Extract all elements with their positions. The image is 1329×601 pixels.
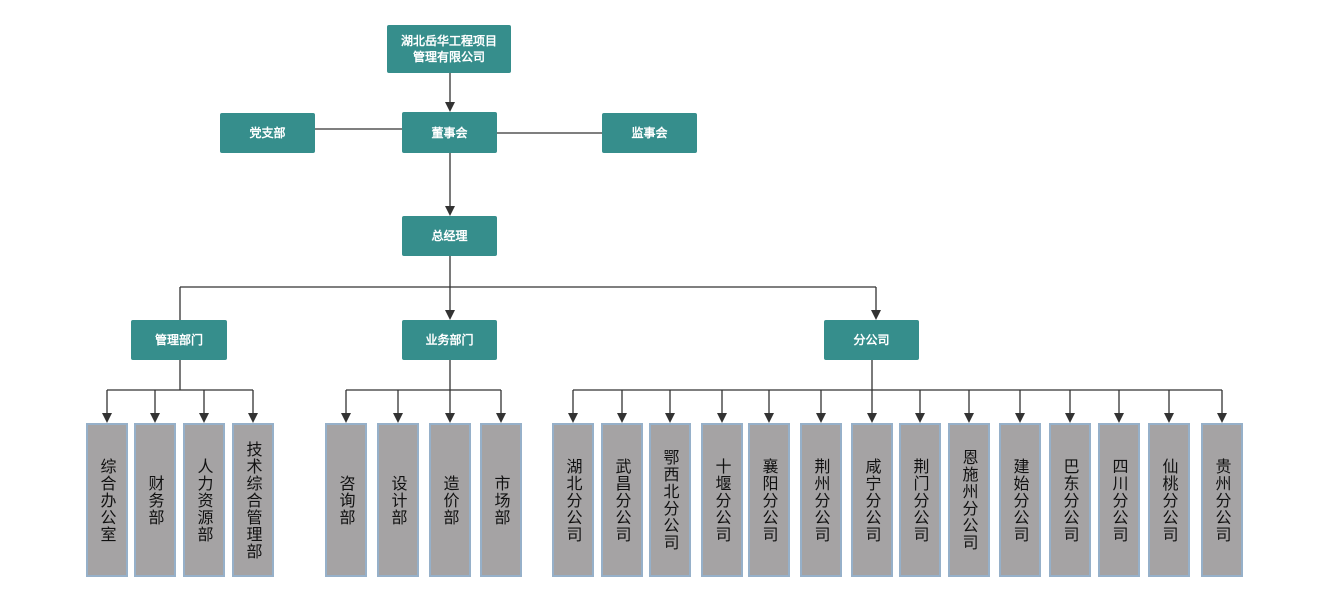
management-dept-node: 管理部门 [131,320,227,360]
arrowhead-20 [199,413,209,423]
arrowhead-44 [764,413,774,423]
arrowhead-50 [915,413,925,423]
leaf-shiyan-branch: 十堰分公司 [701,423,743,577]
leaf-exibei-branch: 鄂西北分公司 [649,423,691,577]
arrowhead-42 [717,413,727,423]
arrowhead-26 [341,413,351,423]
arrowhead-60 [1164,413,1174,423]
arrowhead-12 [871,310,881,320]
leaf-cost-dept: 造价部 [429,423,471,577]
arrowhead-36 [568,413,578,423]
leaf-sichuan-branch: 四川分公司 [1098,423,1140,577]
arrowhead-46 [816,413,826,423]
branch-companies-node: 分公司 [824,320,919,360]
leaf-xianning-branch: 咸宁分公司 [851,423,893,577]
arrowhead-56 [1065,413,1075,423]
leaf-hr-dept: 人力资源部 [183,423,225,577]
arrowhead-62 [1217,413,1227,423]
leaf-general-office: 综合办公室 [86,423,128,577]
leaf-jingzhou-branch: 荆州分公司 [800,423,842,577]
leaf-consulting-dept: 咨询部 [325,423,367,577]
leaf-guizhou-branch: 贵州分公司 [1201,423,1243,577]
arrowhead-28 [393,413,403,423]
general-manager-node: 总经理 [402,216,497,256]
leaf-design-dept: 设计部 [377,423,419,577]
arrowhead-38 [617,413,627,423]
leaf-market-dept: 市场部 [480,423,522,577]
board-node: 董事会 [402,112,497,153]
leaf-tech-management-dept: 技术综合管理部 [232,423,274,577]
leaf-wuchang-branch: 武昌分公司 [601,423,643,577]
arrowhead-5 [445,206,455,216]
arrowhead-18 [150,413,160,423]
supervisory-board-node: 监事会 [602,113,697,153]
arrowhead-52 [964,413,974,423]
arrowhead-48 [867,413,877,423]
arrowhead-40 [665,413,675,423]
arrowhead-1 [445,102,455,112]
arrowhead-16 [102,413,112,423]
leaf-jianshi-branch: 建始分公司 [999,423,1041,577]
party-branch-node: 党支部 [220,113,315,153]
arrowhead-10 [445,310,455,320]
business-dept-node: 业务部门 [402,320,497,360]
leaf-badong-branch: 巴东分公司 [1049,423,1091,577]
leaf-jingmen-branch: 荆门分公司 [899,423,941,577]
arrowhead-58 [1114,413,1124,423]
leaf-enshi-branch: 恩施州分公司 [948,423,990,577]
company-node: 湖北岳华工程项目 管理有限公司 [387,25,511,73]
leaf-xiantao-branch: 仙桃分公司 [1148,423,1190,577]
arrowhead-54 [1015,413,1025,423]
leaf-finance-dept: 财务部 [134,423,176,577]
arrowhead-22 [248,413,258,423]
arrowhead-30 [445,413,455,423]
leaf-xiangyang-branch: 襄阳分公司 [748,423,790,577]
leaf-hubei-branch: 湖北分公司 [552,423,594,577]
arrowhead-32 [496,413,506,423]
